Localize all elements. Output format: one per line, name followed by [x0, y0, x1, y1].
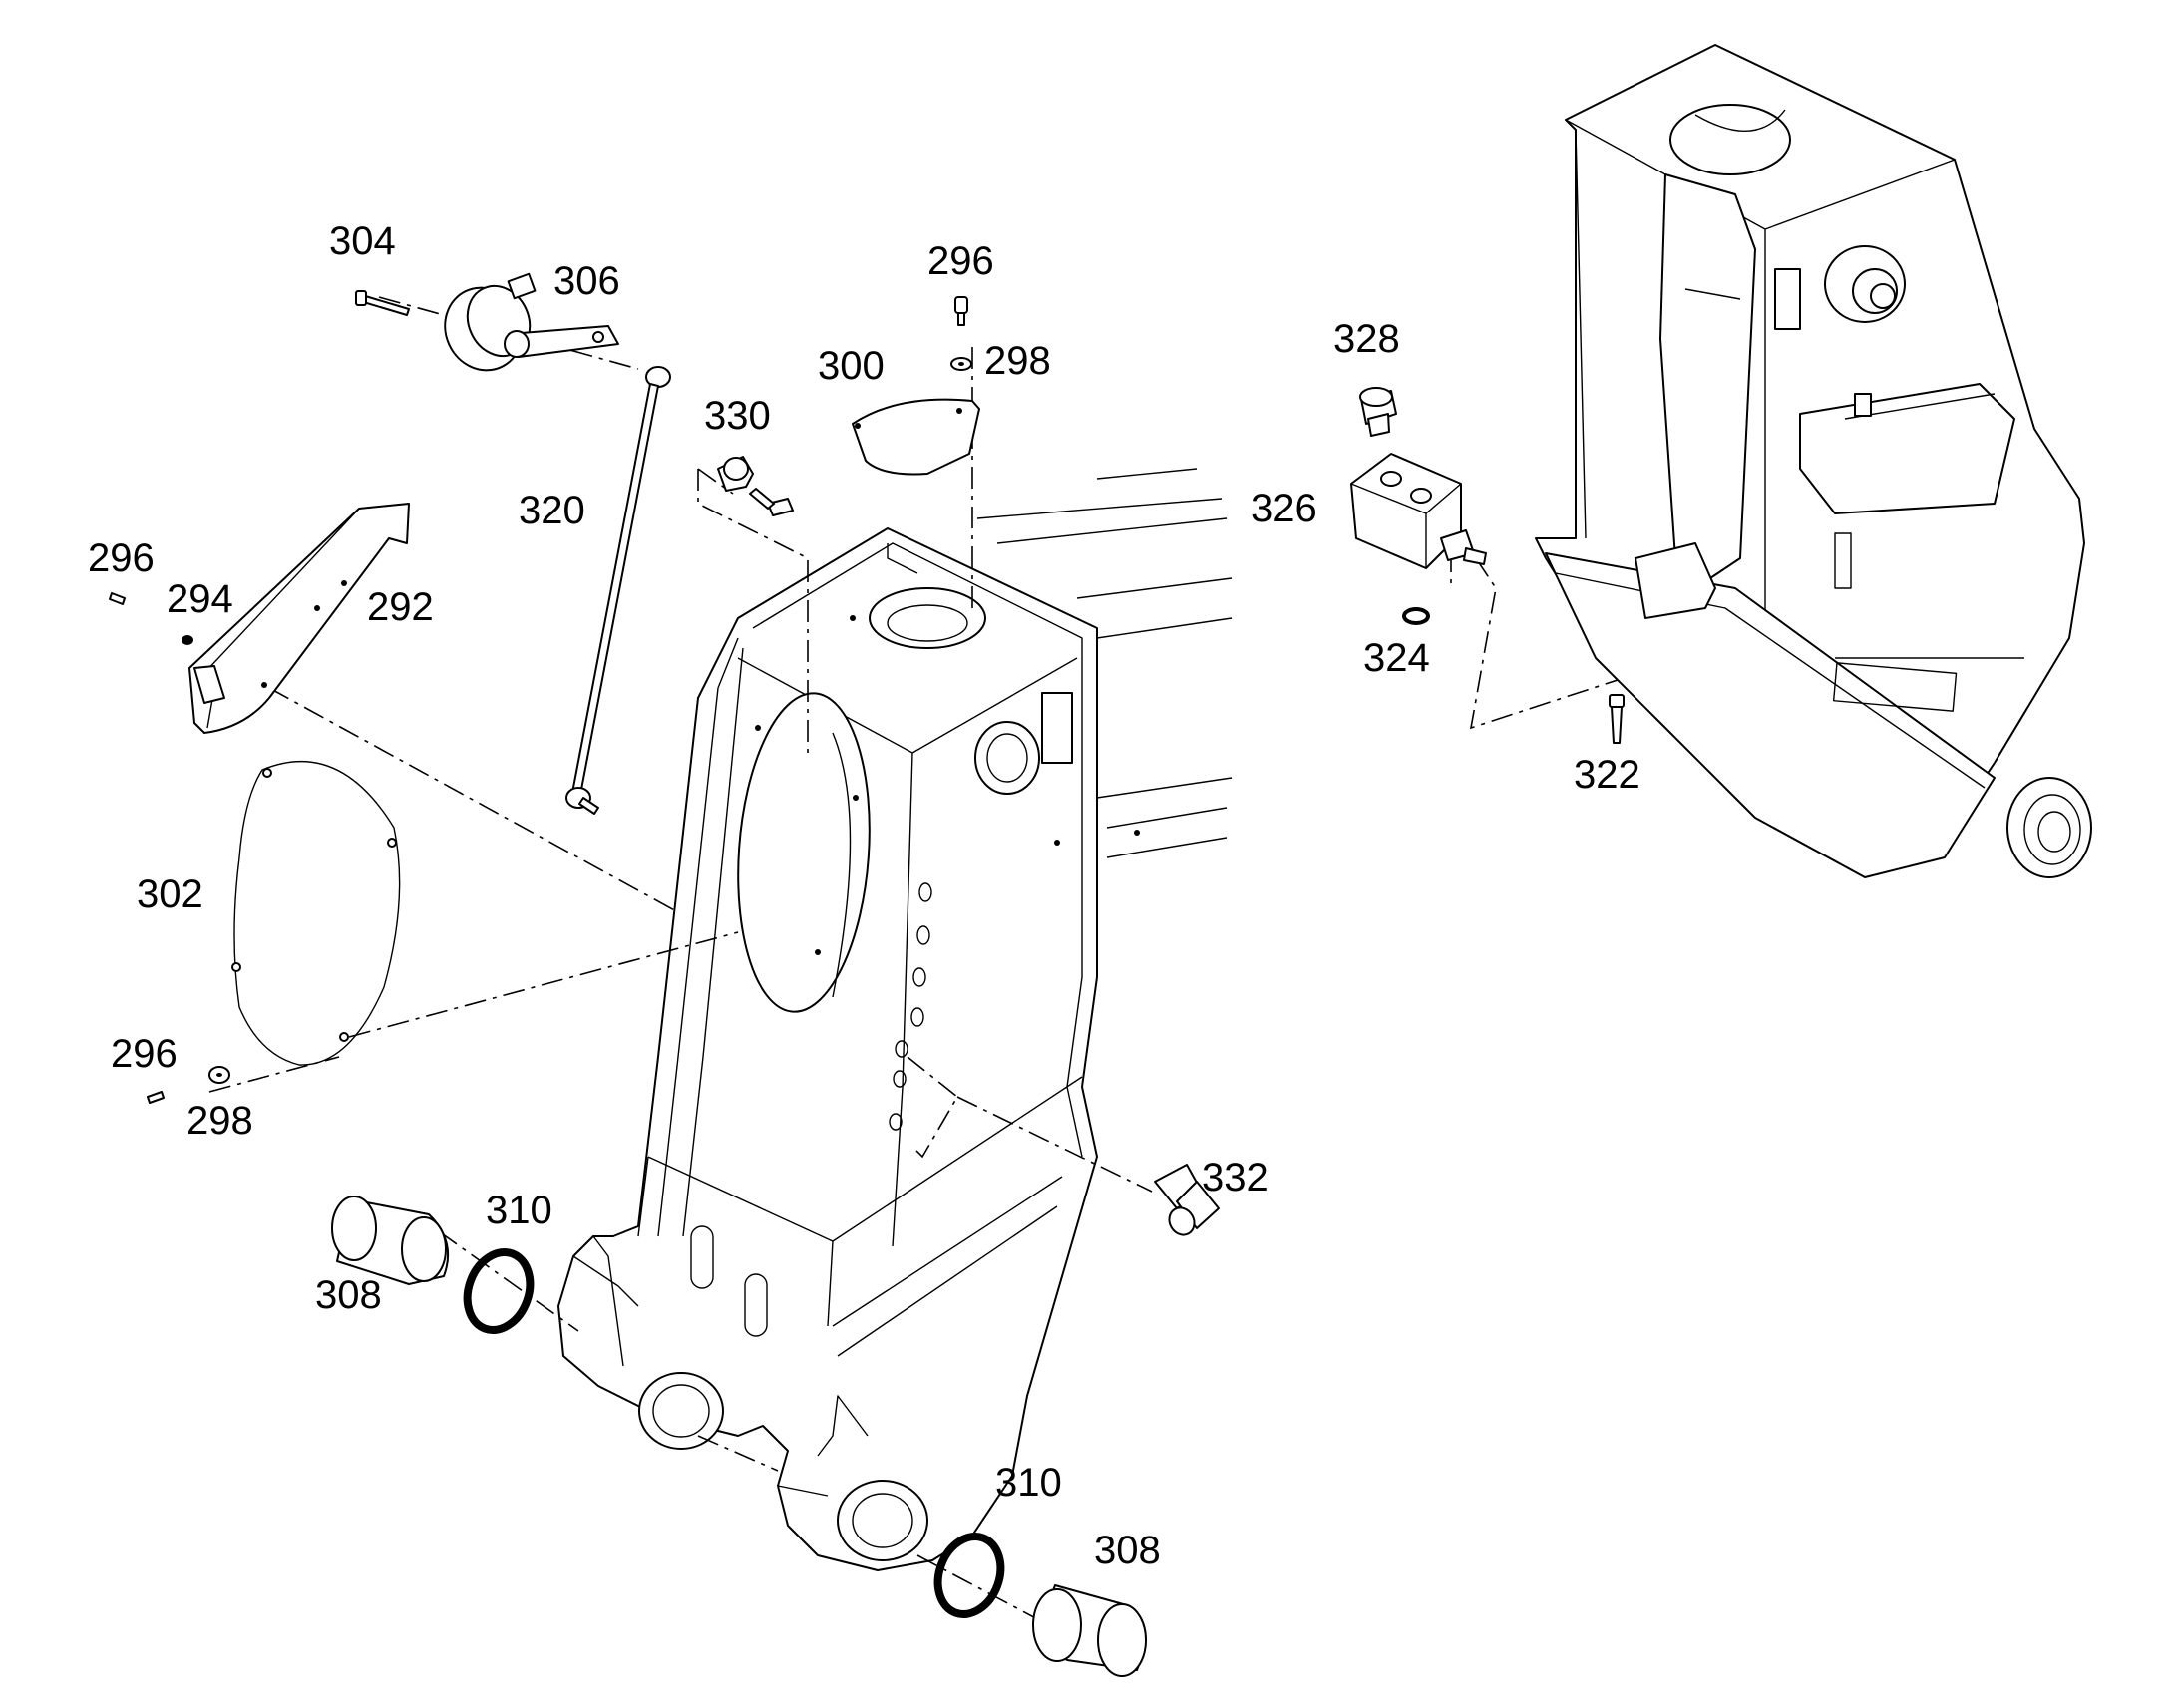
- bolt-322: [1609, 694, 1625, 744]
- right-inset-assembly: [1535, 44, 2092, 878]
- callout-310-left: 310: [486, 1189, 552, 1232]
- main-arm-frame: [557, 468, 1233, 1571]
- callout-308-left: 308: [315, 1273, 382, 1317]
- callout-296-top: 296: [927, 239, 994, 283]
- guard-292: [188, 503, 410, 734]
- fitting-328: [1359, 387, 1397, 437]
- callout-326: 326: [1251, 487, 1317, 530]
- callout-298-bottom: 298: [186, 1099, 253, 1143]
- callout-330: 330: [704, 394, 771, 438]
- leader-lines: [208, 296, 1721, 1641]
- callout-296-left: 296: [88, 536, 155, 580]
- seal-310-right: [933, 1533, 1005, 1618]
- callout-310-right: 310: [995, 1461, 1062, 1505]
- fitting-330: [717, 456, 794, 516]
- bushing-308-right: [1032, 1584, 1147, 1677]
- callout-298-top: 298: [984, 339, 1051, 383]
- fitting-332: [1154, 1164, 1220, 1236]
- gasket-302: [231, 760, 401, 1066]
- callout-332: 332: [1202, 1156, 1269, 1199]
- callout-320: 320: [519, 489, 585, 532]
- cover-plate-300: [852, 398, 980, 476]
- callout-324: 324: [1363, 636, 1430, 680]
- screw-294-296: [109, 592, 193, 645]
- rotary-sensor-306: [444, 272, 619, 372]
- callout-296-bottom: 296: [111, 1032, 178, 1076]
- callout-328: 328: [1333, 317, 1400, 361]
- oring-324: [1402, 607, 1430, 625]
- screw-298-bottom: [147, 1066, 230, 1104]
- bolt-304: [355, 290, 410, 316]
- bushing-308-left: [331, 1196, 450, 1285]
- valve-block-326: [1350, 453, 1487, 569]
- callout-308-right: 308: [1094, 1529, 1161, 1572]
- seal-310-left: [463, 1248, 535, 1334]
- link-rod-320: [565, 366, 671, 815]
- callout-294: 294: [167, 577, 233, 621]
- callout-304: 304: [329, 219, 396, 263]
- callout-292: 292: [367, 585, 434, 629]
- screw-296-top: [950, 296, 972, 371]
- callout-300: 300: [818, 344, 885, 388]
- callout-302: 302: [137, 872, 203, 916]
- callout-322: 322: [1574, 753, 1640, 797]
- callout-306: 306: [553, 259, 620, 303]
